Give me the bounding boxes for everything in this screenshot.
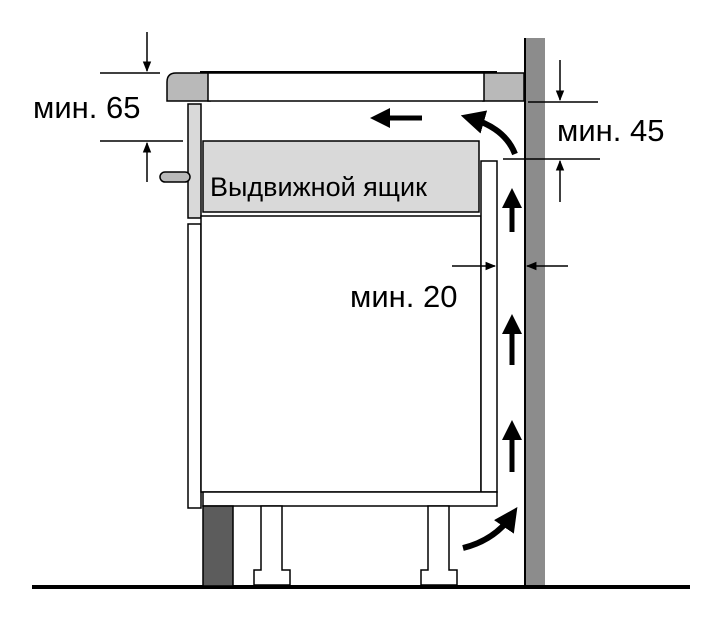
countertop-left — [166, 72, 211, 102]
arrow-curved-icon — [460, 110, 518, 156]
drawer — [202, 140, 480, 213]
back-panel — [480, 160, 498, 493]
leg-right — [420, 505, 458, 586]
dimension-top — [100, 32, 183, 182]
cabinet-body — [200, 215, 482, 493]
plinth — [202, 505, 234, 587]
dimension-right — [503, 60, 600, 202]
wall — [524, 38, 545, 588]
arrow-curved-icon — [462, 507, 518, 551]
dimension-label-45: мин. 45 — [557, 113, 664, 148]
front-panel — [187, 223, 202, 509]
countertop-right — [482, 72, 525, 102]
drawer-label: Выдвижной ящик — [210, 172, 427, 202]
drawer-knob — [159, 171, 191, 183]
airflow-arrows — [370, 108, 522, 551]
cabinet-bottom — [202, 491, 498, 507]
front-panel-top — [187, 103, 202, 219]
dimension-label-20: мин. 20 — [350, 279, 457, 314]
leg-left — [253, 505, 291, 586]
dimension-label-65: мин. 65 — [33, 90, 140, 125]
hob — [207, 72, 485, 102]
